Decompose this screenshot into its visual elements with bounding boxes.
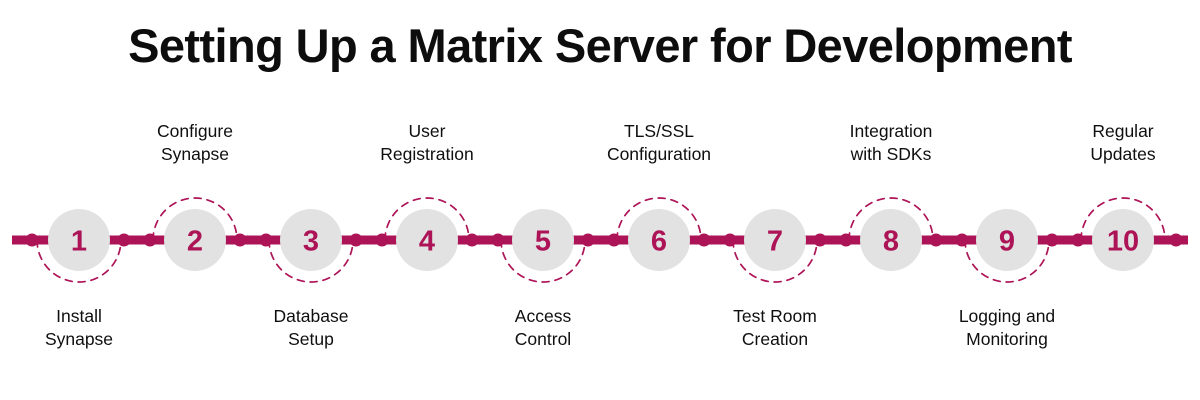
timeline-node-dot	[1071, 233, 1085, 247]
timeline-node-dot	[955, 233, 969, 247]
timeline-node-dot	[581, 233, 595, 247]
step-number: 3	[303, 226, 319, 258]
timeline-node-dot	[1169, 233, 1183, 247]
step-label-line2: Registration	[380, 144, 474, 165]
step-circle[interactable]	[860, 209, 922, 271]
step-circle[interactable]	[396, 209, 458, 271]
step-arc	[36, 239, 122, 283]
timeline-node-dot	[259, 233, 273, 247]
step-number: 4	[419, 226, 435, 258]
step-label-line1: User	[408, 121, 446, 141]
timeline-node-dot	[465, 233, 479, 247]
timeline-node-dot	[143, 233, 157, 247]
step-label-line2: Synapse	[160, 144, 230, 165]
step-arc	[152, 197, 238, 241]
step-circle[interactable]	[164, 209, 226, 271]
step-arc	[1080, 197, 1166, 241]
timeline-node-dot	[25, 233, 39, 247]
step-arc	[848, 197, 934, 241]
timeline-connectors	[12, 233, 1188, 247]
step-label-line1: Install	[56, 306, 102, 326]
timeline-node-dot	[233, 233, 247, 247]
step-label-line2: Synapse	[44, 329, 114, 350]
step-number: 10	[1107, 226, 1139, 258]
step-label-line2: Control	[514, 329, 572, 350]
step-number: 5	[535, 226, 551, 258]
timeline-node-dot	[607, 233, 621, 247]
step-number: 8	[883, 226, 899, 258]
step-number: 2	[187, 226, 203, 258]
timeline-circles: 1 2 3 4 5 6 7 8 9 10	[48, 209, 1154, 271]
step-circle[interactable]	[976, 209, 1038, 271]
step-label-line2: Monitoring	[966, 329, 1048, 350]
step-label-line1: Access	[514, 306, 572, 326]
step-label-line1: Regular	[1092, 121, 1154, 141]
timeline-node-dot	[491, 233, 505, 247]
step-label-line2: Creation	[741, 329, 809, 350]
step-label: TLS/SSL Configuration	[574, 120, 744, 166]
step-number: 7	[767, 226, 783, 258]
step-arc	[384, 197, 470, 241]
step-label-line1: Configure	[157, 121, 233, 141]
step-circle[interactable]	[512, 209, 574, 271]
step-circle[interactable]	[628, 209, 690, 271]
step-arc	[500, 239, 586, 283]
timeline-node-dot	[375, 233, 389, 247]
step-label: Integration with SDKs	[806, 120, 976, 166]
step-circle[interactable]	[280, 209, 342, 271]
page-title: Setting Up a Matrix Server for Developme…	[128, 19, 1072, 72]
step-circle[interactable]	[1092, 209, 1154, 271]
step-label-line1: TLS/SSL	[623, 121, 695, 141]
timeline-node-dot	[117, 233, 131, 247]
step-arc	[964, 239, 1050, 283]
step-label-line1: Integration	[849, 121, 933, 141]
step-arc	[268, 239, 354, 283]
step-arc	[732, 239, 818, 283]
timeline-node-dot	[929, 233, 943, 247]
step-label-line1: Database	[273, 306, 349, 326]
timeline-node-dot	[1045, 233, 1059, 247]
step-number: 1	[71, 226, 87, 258]
step-circle[interactable]	[744, 209, 806, 271]
step-label-line2: with SDKs	[850, 144, 932, 165]
timeline-node-dot	[839, 233, 853, 247]
timeline-node-dot	[349, 233, 363, 247]
timeline-node-dot	[697, 233, 711, 247]
step-label-line2: Updates	[1090, 144, 1156, 165]
step-label-line2: Setup	[288, 329, 334, 350]
step-circle[interactable]	[48, 209, 110, 271]
timeline-node-dot	[723, 233, 737, 247]
timeline-arcs	[36, 197, 1166, 283]
step-arc	[616, 197, 702, 241]
step-number: 6	[651, 226, 667, 258]
step-label-line2: Configuration	[606, 144, 712, 165]
timeline-node-dot	[813, 233, 827, 247]
step-label-line1: Logging and	[958, 306, 1056, 326]
step-label-line1: Test Room	[733, 306, 817, 326]
step-number: 9	[999, 226, 1015, 258]
